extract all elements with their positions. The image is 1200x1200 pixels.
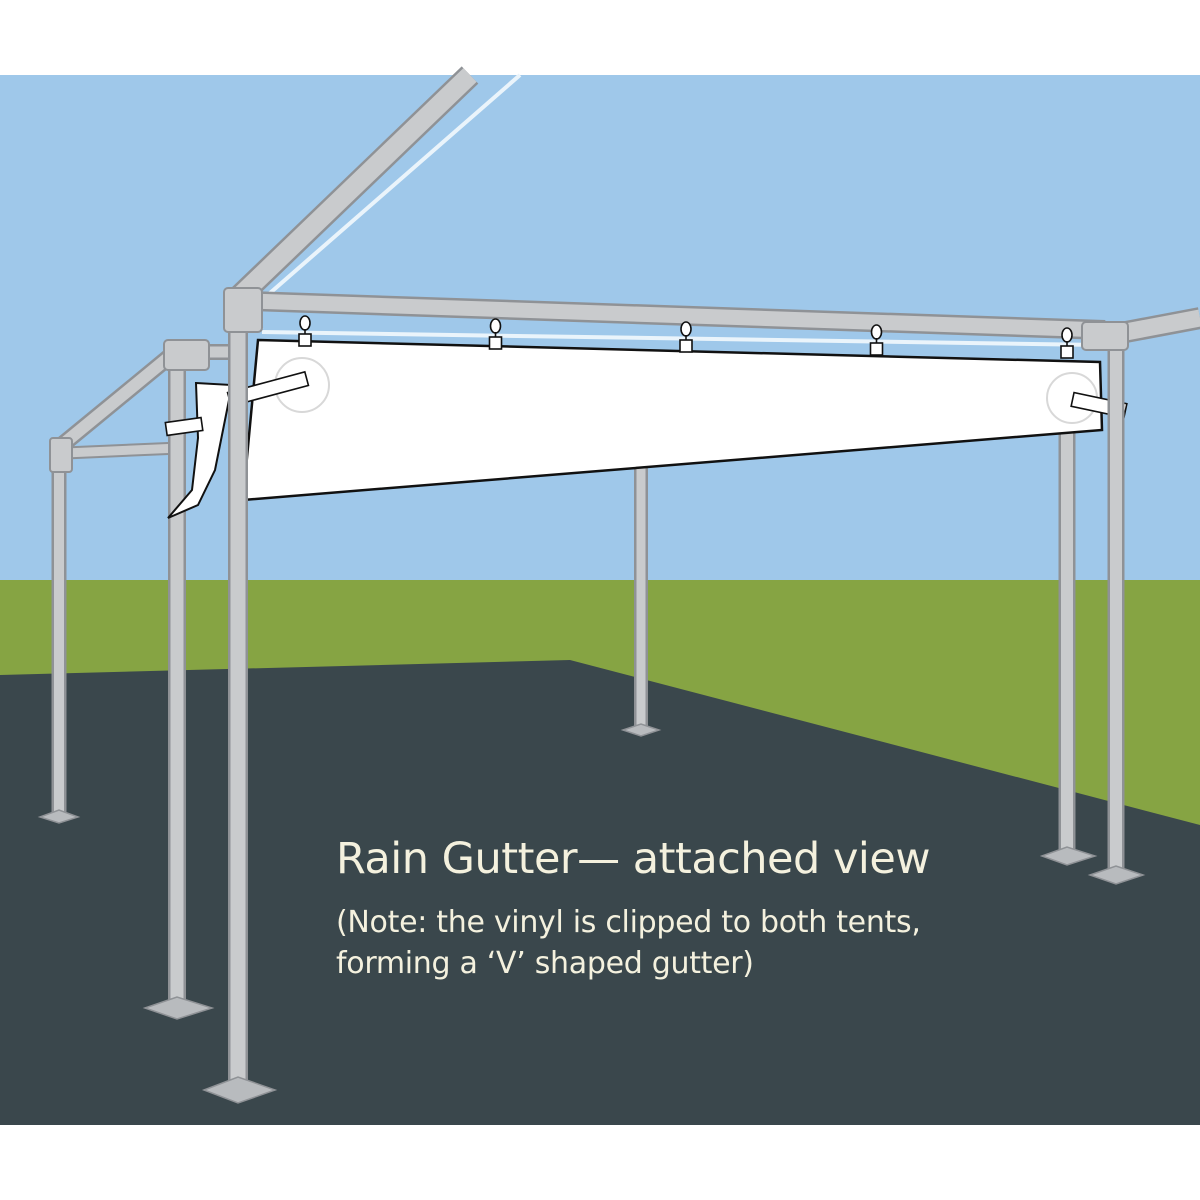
caption-note-line-2: forming a ‘V’ shaped gutter) — [336, 946, 754, 981]
eave-beam — [249, 291, 1200, 347]
caption-title: Rain Gutter— attached view — [336, 834, 931, 884]
vinyl-clip — [869, 324, 884, 356]
front-left-pole — [201, 287, 278, 1104]
vinyl-clips — [298, 315, 1074, 359]
vinyl-clip — [679, 321, 693, 353]
caption-note-line-1: (Note: the vinyl is clipped to both tent… — [336, 905, 921, 940]
vinyl-clip — [298, 315, 312, 347]
left-tent-frame — [37, 339, 236, 1020]
back-poles — [620, 360, 1098, 866]
vinyl-clip — [1060, 327, 1074, 359]
ground-floor — [0, 660, 1200, 1125]
front-right-pole — [1081, 321, 1146, 885]
vinyl-clip — [488, 318, 503, 350]
